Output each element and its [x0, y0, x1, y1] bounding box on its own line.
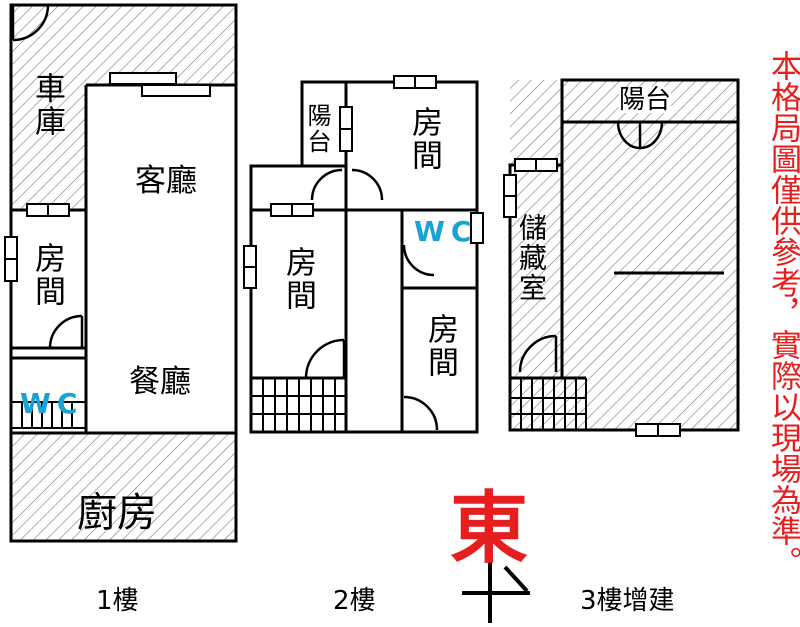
room-label-storage: 儲藏室	[515, 213, 548, 303]
room-label-bedroom-left: 房間	[280, 246, 316, 312]
room-label-living-room: 客廳	[135, 163, 197, 199]
kitchen-area	[11, 433, 236, 541]
room-label-kitchen: 廚房	[77, 490, 157, 536]
room-label-wc: WC	[20, 387, 84, 420]
garage-top-strip	[86, 5, 236, 85]
floor-label-3: 3樓增建	[580, 586, 675, 616]
floor1-plan	[4, 3, 238, 543]
room-label-garage: 車庫	[29, 72, 65, 138]
compass-east-label: 東	[450, 484, 529, 574]
compass-symbol	[462, 545, 530, 623]
floor-label-1: 1樓	[96, 586, 139, 616]
room-label-bedroom-top: 房間	[406, 106, 442, 172]
room-label-wc-floor2: WC	[414, 215, 478, 248]
room-label-bedroom-right: 房間	[422, 313, 458, 379]
room-label-bedroom: 房間	[29, 242, 65, 308]
floor-label-2: 2樓	[333, 586, 376, 616]
floor3-plan	[503, 78, 740, 437]
room-label-balcony: 陽台	[303, 103, 331, 155]
floor2-plan	[243, 75, 484, 434]
room-label-dining-room: 餐廳	[129, 364, 191, 400]
disclaimer-note: 本格局圖僅供參考，實際以現場為準。	[765, 50, 800, 577]
room-label-balcony-floor3: 陽台	[619, 85, 672, 115]
